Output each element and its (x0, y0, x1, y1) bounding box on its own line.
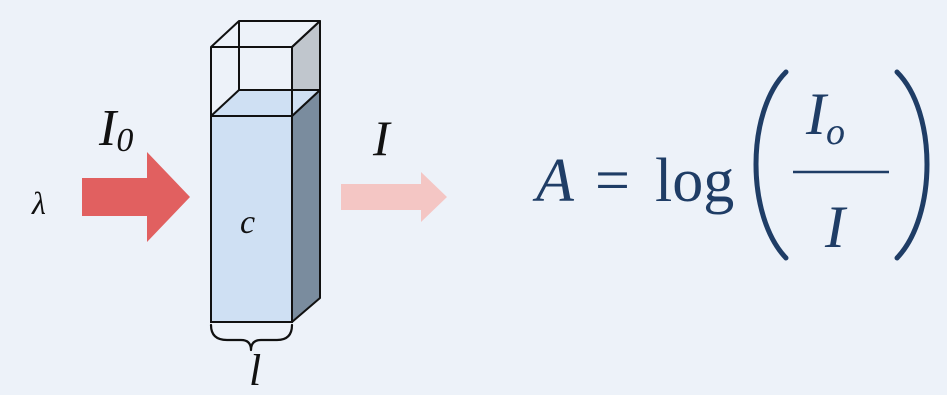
concentration-label: c (240, 204, 256, 241)
incident-intensity-label: I0 (99, 103, 133, 158)
fraction-denominator: I (825, 194, 845, 260)
incident-intensity-subscript: 0 (116, 122, 134, 159)
absorbance-symbol: A (536, 147, 574, 215)
fraction-numerator: Io (806, 84, 845, 151)
left-parenthesis (753, 69, 789, 261)
cuvette-top-rim (210, 20, 321, 48)
numerator-symbol: I (806, 81, 826, 147)
log-function: log (655, 147, 735, 215)
transmitted-intensity-label: I (373, 110, 390, 166)
right-parenthesis (894, 69, 930, 261)
path-length-label: l (249, 346, 262, 395)
incident-intensity-symbol: I (99, 100, 117, 157)
numerator-subscript: o (825, 111, 845, 153)
transmitted-light-arrow-icon (341, 172, 447, 222)
equals-sign: = (595, 147, 630, 215)
incident-light-arrow-icon (82, 152, 190, 242)
path-length-brace-icon (209, 323, 294, 352)
wavelength-label: λ (32, 185, 46, 221)
cuvette-solution-front-face (210, 115, 293, 323)
